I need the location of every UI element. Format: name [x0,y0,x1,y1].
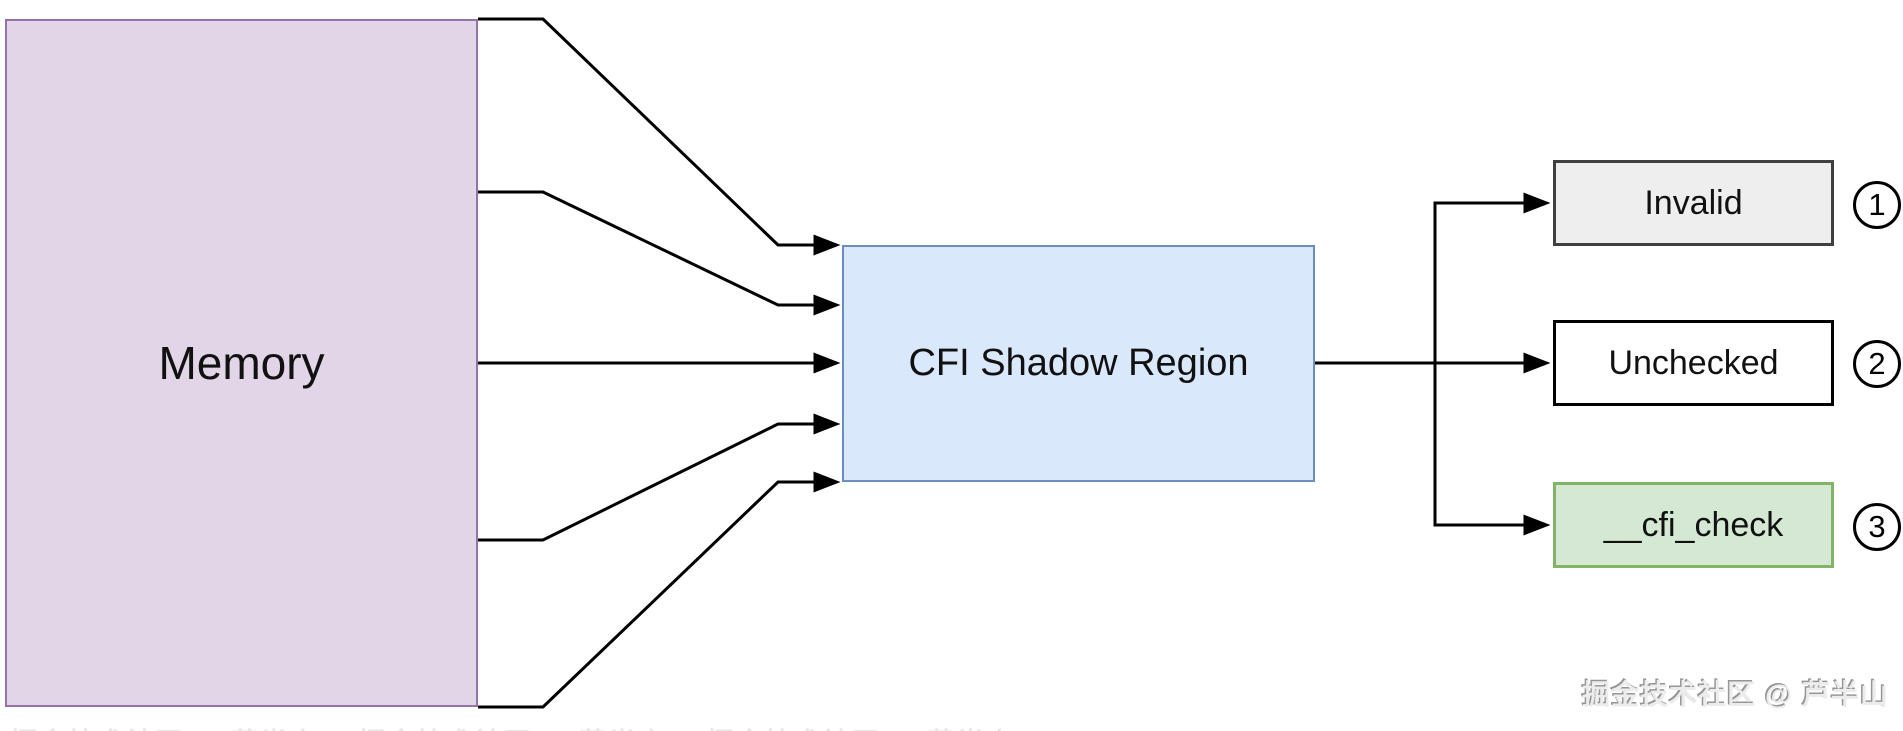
invalid-label: Invalid [1644,183,1743,222]
invalid-node: Invalid [1553,160,1834,246]
watermark-text: 掘金技术社区 @ 芦半山 [1582,679,1889,710]
clipped-watermark-row: 掘金技术社区 @ 芦半山 掘金技术社区 @ 芦半山 掘金技术社区 @ 芦半山 [10,721,1170,731]
badge-circled-2: 2 [1853,340,1901,388]
memory-label: Memory [158,337,325,389]
clipped-watermark-copy: 掘金技术社区 @ 芦半山 [707,728,1015,731]
badge-circled-1: 1 [1853,181,1901,229]
badge-2-number: 2 [1868,346,1886,381]
clipped-watermark-copy: 掘金技术社区 @ 芦半山 [358,728,666,731]
cfi-shadow-region-node: CFI Shadow Region [842,245,1315,482]
cfi-shadow-region-label: CFI Shadow Region [908,342,1249,384]
edge-branch-to-cfi-check [1433,363,1551,536]
unchecked-node: Unchecked [1553,320,1834,406]
edge-memory-to-cfi-1 [478,17,841,256]
edge-branch-to-invalid [1433,192,1551,363]
clipped-watermark-copy: 掘金技术社区 @ 芦半山 [10,728,318,731]
badge-circled-3: 3 [1853,503,1901,551]
cfi-check-label: __cfi_check [1603,505,1784,544]
memory-node: Memory [5,19,478,707]
unchecked-label: Unchecked [1608,343,1779,382]
cfi-check-node: __cfi_check [1553,482,1834,568]
edge-memory-to-cfi-4 [478,413,841,542]
badge-1-number: 1 [1868,187,1886,222]
badge-3-number: 3 [1868,509,1886,544]
edge-memory-to-cfi-5 [478,471,841,709]
edge-memory-to-cfi-2 [478,190,841,316]
